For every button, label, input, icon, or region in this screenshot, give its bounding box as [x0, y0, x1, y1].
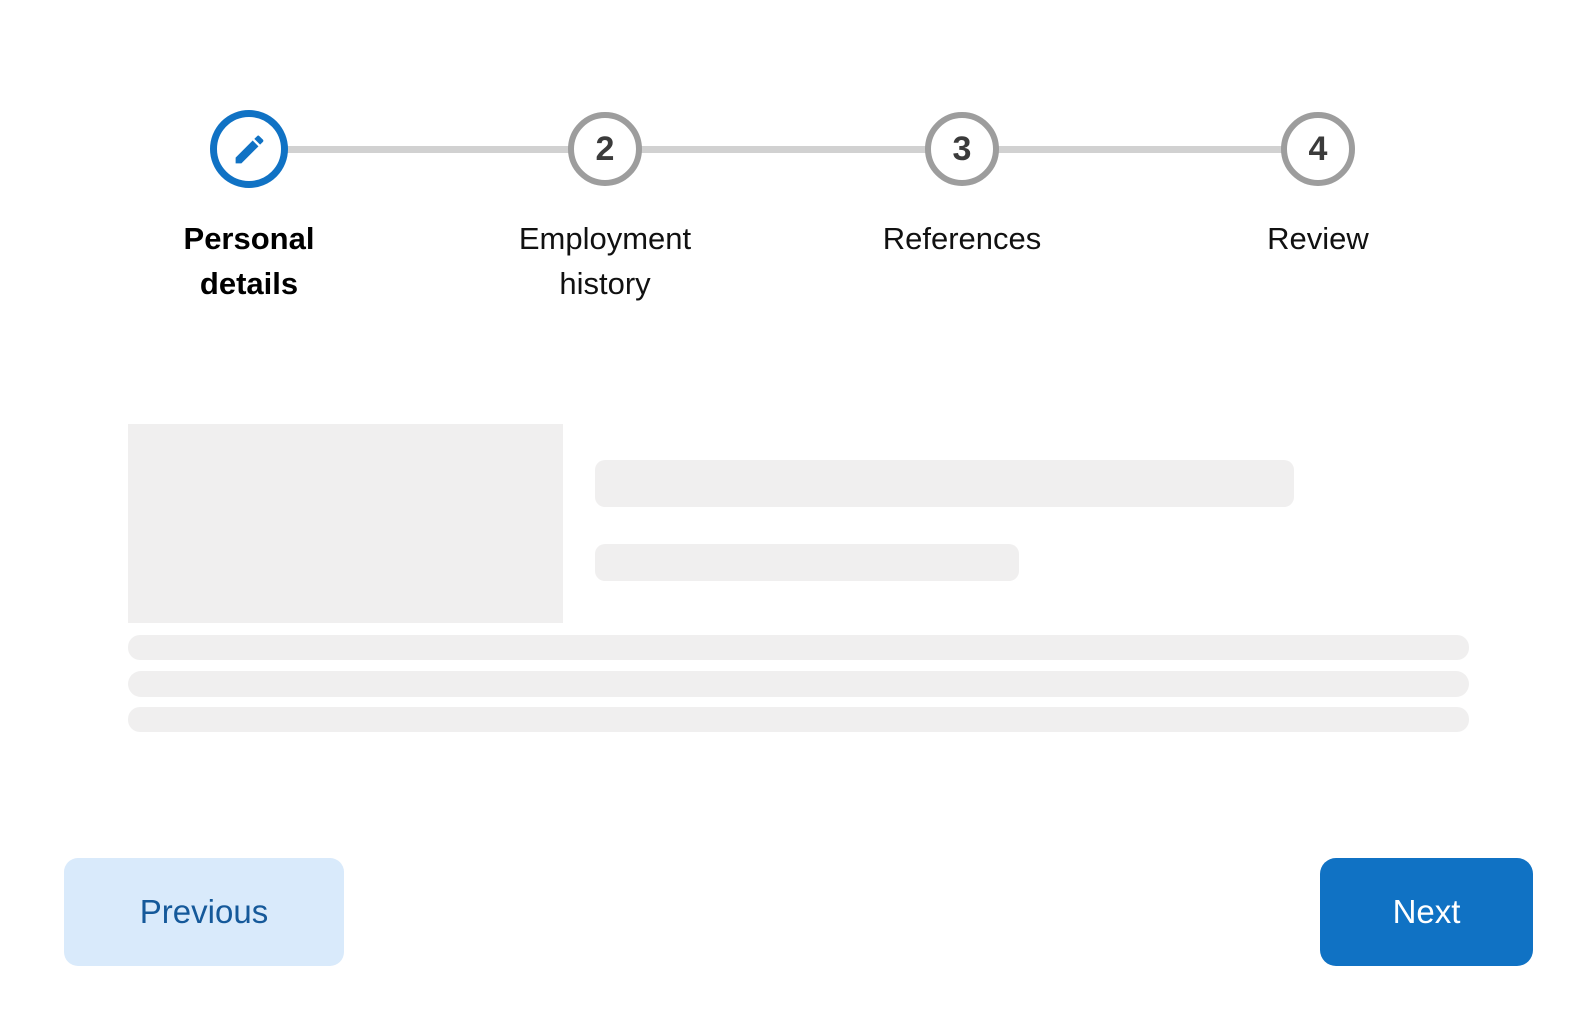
step-2-label: Employment history: [518, 221, 692, 301]
skeleton-image-block: [128, 424, 563, 623]
skeleton-subheading-bar: [595, 544, 1019, 581]
step-2-number: 2: [595, 129, 615, 168]
skeleton-text-row: [128, 671, 1469, 697]
next-button[interactable]: Next: [1320, 858, 1533, 966]
pencil-icon: [231, 131, 268, 168]
step-1-indicator[interactable]: [210, 110, 288, 188]
step-4-indicator[interactable]: 4: [1281, 112, 1355, 186]
step-2-indicator[interactable]: 2: [568, 112, 642, 186]
step-4-label: Review: [1267, 221, 1369, 256]
stepper-connector-line: [249, 146, 1318, 153]
step-3-label: References: [882, 221, 1042, 256]
step-1-label: Personal details: [183, 221, 315, 301]
skeleton-text-row: [128, 635, 1469, 660]
step-4-number: 4: [1308, 129, 1328, 168]
skeleton-heading-bar: [595, 460, 1294, 507]
previous-button[interactable]: Previous: [64, 858, 344, 966]
step-3-number: 3: [952, 129, 972, 168]
skeleton-text-row: [128, 707, 1469, 732]
step-3-indicator[interactable]: 3: [925, 112, 999, 186]
